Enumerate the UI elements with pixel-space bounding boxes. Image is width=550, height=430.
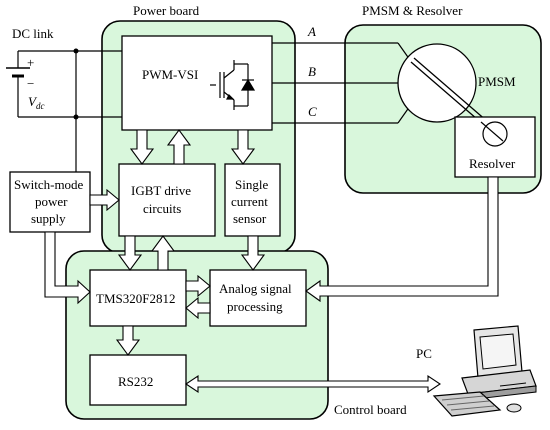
current-sensor-block [224, 163, 281, 237]
arrow-analog-to-dsp [185, 296, 211, 320]
arrow-igbt-to-vsi [166, 129, 192, 165]
pc-icon [432, 325, 537, 417]
analog-label-2: processing [227, 299, 283, 314]
pmsm-label: PMSM [478, 74, 516, 89]
pmsm-motor [397, 43, 477, 123]
dc-minus-sign: − [27, 76, 34, 91]
arrow-dsp-to-rs232 [115, 325, 141, 356]
analog-label-1: Analog signal [219, 281, 292, 296]
phase-b-label: B [308, 64, 316, 79]
igbt-drive-label-2: circuits [143, 201, 181, 216]
dc-link-title: DC link [12, 26, 54, 41]
arrow-dsp-to-analog [185, 274, 211, 298]
arrow-igbt-to-dsp [117, 235, 143, 271]
power-board-title: Power board [133, 3, 200, 18]
vdc-label: Vdc [28, 94, 44, 111]
arrow-rs232-pc [185, 374, 441, 394]
arrow-vsi-to-igbt [129, 129, 155, 165]
dsp-label: TMS320F2812 [96, 291, 175, 306]
pc-label: PC [416, 346, 432, 361]
current-sensor-label-1: Single [235, 177, 268, 192]
arrow-resolver-to-analog [305, 176, 499, 303]
rs232-label: RS232 [118, 374, 153, 389]
dc-plus-sign: + [27, 55, 34, 70]
current-sensor-label-2: current [231, 194, 268, 209]
power-supply-label-1: Switch-mode [14, 177, 84, 192]
control-board-title: Control board [334, 402, 407, 417]
dsp-block [89, 269, 187, 327]
igbt-icon [210, 60, 256, 110]
arrow-psu-to-igbt [89, 188, 120, 212]
current-sensor-label-3: sensor [233, 211, 267, 226]
arrow-psu-to-dsp [44, 231, 91, 305]
phase-a-label: A [307, 24, 316, 39]
pmsm-resolver-title: PMSM & Resolver [362, 3, 463, 18]
arrow-sensor-to-analog [240, 235, 266, 271]
analog-block [209, 269, 307, 327]
phase-c-label: C [308, 104, 317, 119]
resolver-label: Resolver [469, 156, 516, 171]
power-supply-label-3: supply [31, 211, 66, 226]
resolver-icon [480, 121, 508, 147]
rs232-block [89, 354, 187, 406]
arrow-dsp-to-igbt [150, 235, 176, 271]
arrow-vsi-to-sensor [230, 129, 256, 165]
battery-icon [6, 50, 76, 118]
igbt-drive-label-1: IGBT drive [131, 183, 191, 198]
power-supply-label-2: power [35, 194, 68, 209]
igbt-drive-block [118, 163, 216, 237]
pwm-vsi-label: PWM-VSI [142, 67, 198, 82]
